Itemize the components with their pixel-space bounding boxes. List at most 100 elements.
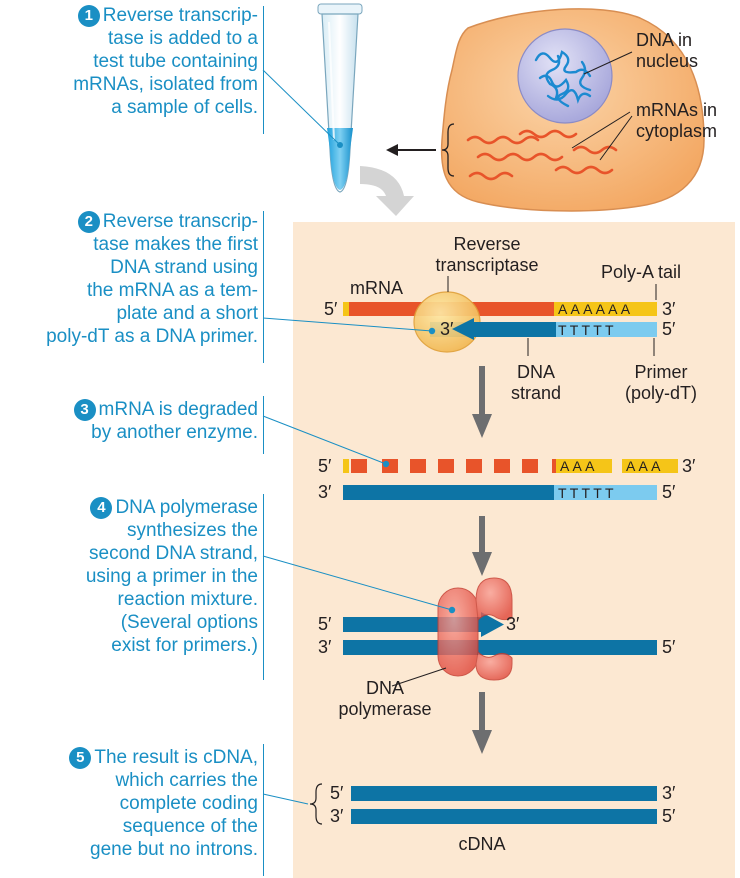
step-1-line-5: a sample of cells. [111, 97, 258, 118]
cdna-label: cDNA [458, 834, 506, 854]
step-3-dna-3-end: 3′ [318, 482, 332, 502]
step-4-bottom-3-end: 3′ [318, 637, 332, 657]
step-4-construct [343, 577, 657, 687]
step-3-dot [382, 460, 390, 468]
step-2-line-3: DNA strand using [110, 257, 258, 278]
step-1-pointer [262, 69, 341, 146]
synthesis-arrowhead [452, 318, 474, 340]
step-3-line-2: by another enzyme. [91, 422, 258, 443]
rt-label-line-2: transcriptase [435, 255, 539, 275]
nucleus-label-line-2: nucleus [636, 51, 699, 71]
step-5-line-2: which carries the [115, 770, 258, 791]
step-2-badge: 2 [77, 211, 100, 233]
step-2-primer-5-end: 5′ [662, 319, 676, 339]
dna-polymerase-label: DNA polymerase [330, 678, 440, 720]
step-1-line-4: mRNAs, isolated from [73, 74, 258, 95]
step-2-mrna-3-end: 3′ [662, 299, 676, 319]
dna-strand-label-line-1: DNA [516, 362, 555, 382]
step-4-bar [263, 494, 264, 680]
cytoplasm-label-line-2: cytoplasm [636, 121, 718, 141]
step-2-mrna-5-end: 5′ [324, 299, 338, 319]
down-arrow-3 [472, 692, 492, 754]
cdna-top-5-end: 5′ [330, 783, 344, 803]
step-4-pointer [262, 555, 453, 611]
cdna-bottom-3-end: 3′ [330, 806, 344, 826]
cytoplasm-label-line-1: mRNAs in [636, 100, 718, 120]
step-5-construct [309, 783, 657, 825]
mrna-brace [441, 123, 455, 177]
poly-a-tail-label: Poly-A tail [601, 262, 682, 282]
step-1-line-1: Reverse transcrip- [102, 5, 258, 26]
cdna-bottom-5-end: 5′ [662, 806, 676, 826]
step-4-line-2: synthesizes the [127, 520, 258, 541]
chromatin [534, 50, 592, 108]
step-2-line-1: Reverse transcrip- [102, 211, 258, 232]
step-4-top-5-end: 5′ [318, 614, 332, 634]
step-3-mrna-3-end: 3′ [682, 456, 696, 476]
step-4-line-4: using a primer in the [85, 566, 258, 587]
step-3-construct [343, 459, 678, 500]
primer-label-line-1: Primer [634, 362, 688, 382]
step-2-line-6: poly-dT as a DNA primer. [46, 326, 258, 347]
nucleus-pointer [583, 51, 633, 75]
step-3-poly-a-1: AAA [560, 458, 598, 474]
step-2-bar [263, 211, 264, 363]
step-4-line-1: DNA polymerase [115, 497, 258, 518]
step-5-line-3: complete coding [119, 793, 258, 814]
step-2-poly-a: AAAAAA [558, 301, 634, 317]
mrna-pointer-2 [599, 115, 633, 161]
transfer-arrow-head [386, 144, 398, 156]
step-5-pointer [262, 793, 309, 805]
step-4-line-7: exist for primers.) [111, 635, 258, 656]
mrna-label: mRNA [350, 278, 403, 298]
cytoplasm-mrnas [466, 129, 618, 181]
step-4-line-3: second DNA strand, [89, 543, 258, 564]
nucleus-label-line-1: DNA in [636, 30, 693, 50]
mrna-pointer-1 [571, 111, 631, 149]
step-1-badge: 1 [77, 5, 100, 27]
down-arrow-1 [472, 366, 492, 438]
step-5-line-1: The result is cDNA, [94, 747, 258, 768]
step-2-construct [343, 276, 657, 356]
step-1-dot [337, 142, 343, 148]
cytoplasm-label: mRNAs in cytoplasm [636, 100, 717, 142]
step-5-line-4: sequence of the [122, 816, 258, 837]
step-4-line-6: (Several options [120, 612, 258, 633]
dna-polymerase-label-line-1: DNA [365, 678, 404, 698]
step-3-primer-5-end: 5′ [662, 482, 676, 502]
step-2-line-5: plate and a short [116, 303, 258, 324]
dna-strand-label-line-2: strand [510, 383, 562, 403]
down-arrow-2 [472, 516, 492, 576]
step-5-badge: 5 [69, 747, 92, 769]
step-3-poly-t: TTTTT [558, 485, 617, 501]
step-5-line-5: gene but no introns. [90, 839, 258, 860]
cdna-top-3-end: 3′ [662, 783, 676, 803]
step-4-dot [448, 606, 456, 614]
step-4-line-5: reaction mixture. [117, 589, 258, 610]
step-3-badge: 3 [73, 399, 96, 421]
dna-polymerase-enzyme [437, 577, 513, 681]
step-2-line-4: the mRNA as a tem- [86, 280, 258, 301]
step-3-poly-a-2: AAA [626, 458, 664, 474]
step-3-bar [263, 396, 264, 454]
step-4-top-3-end: 3′ [506, 614, 520, 634]
step-3-pointer [262, 415, 387, 465]
nucleus [517, 28, 613, 124]
nucleus-label: DNA in nucleus [636, 30, 698, 72]
step-4-bottom-5-end: 5′ [662, 637, 676, 657]
step-4-badge: 4 [90, 497, 113, 519]
step-1-line-3: test tube containing [93, 51, 258, 72]
step-2-dna-3-end: 3′ [440, 319, 454, 339]
step-2-line-2: tase makes the first [93, 234, 258, 255]
dna-strand-label: DNA strand [486, 362, 586, 404]
curved-down-arrow [360, 166, 414, 216]
step-5-bar [263, 744, 264, 876]
step-2-pointer [262, 317, 433, 332]
